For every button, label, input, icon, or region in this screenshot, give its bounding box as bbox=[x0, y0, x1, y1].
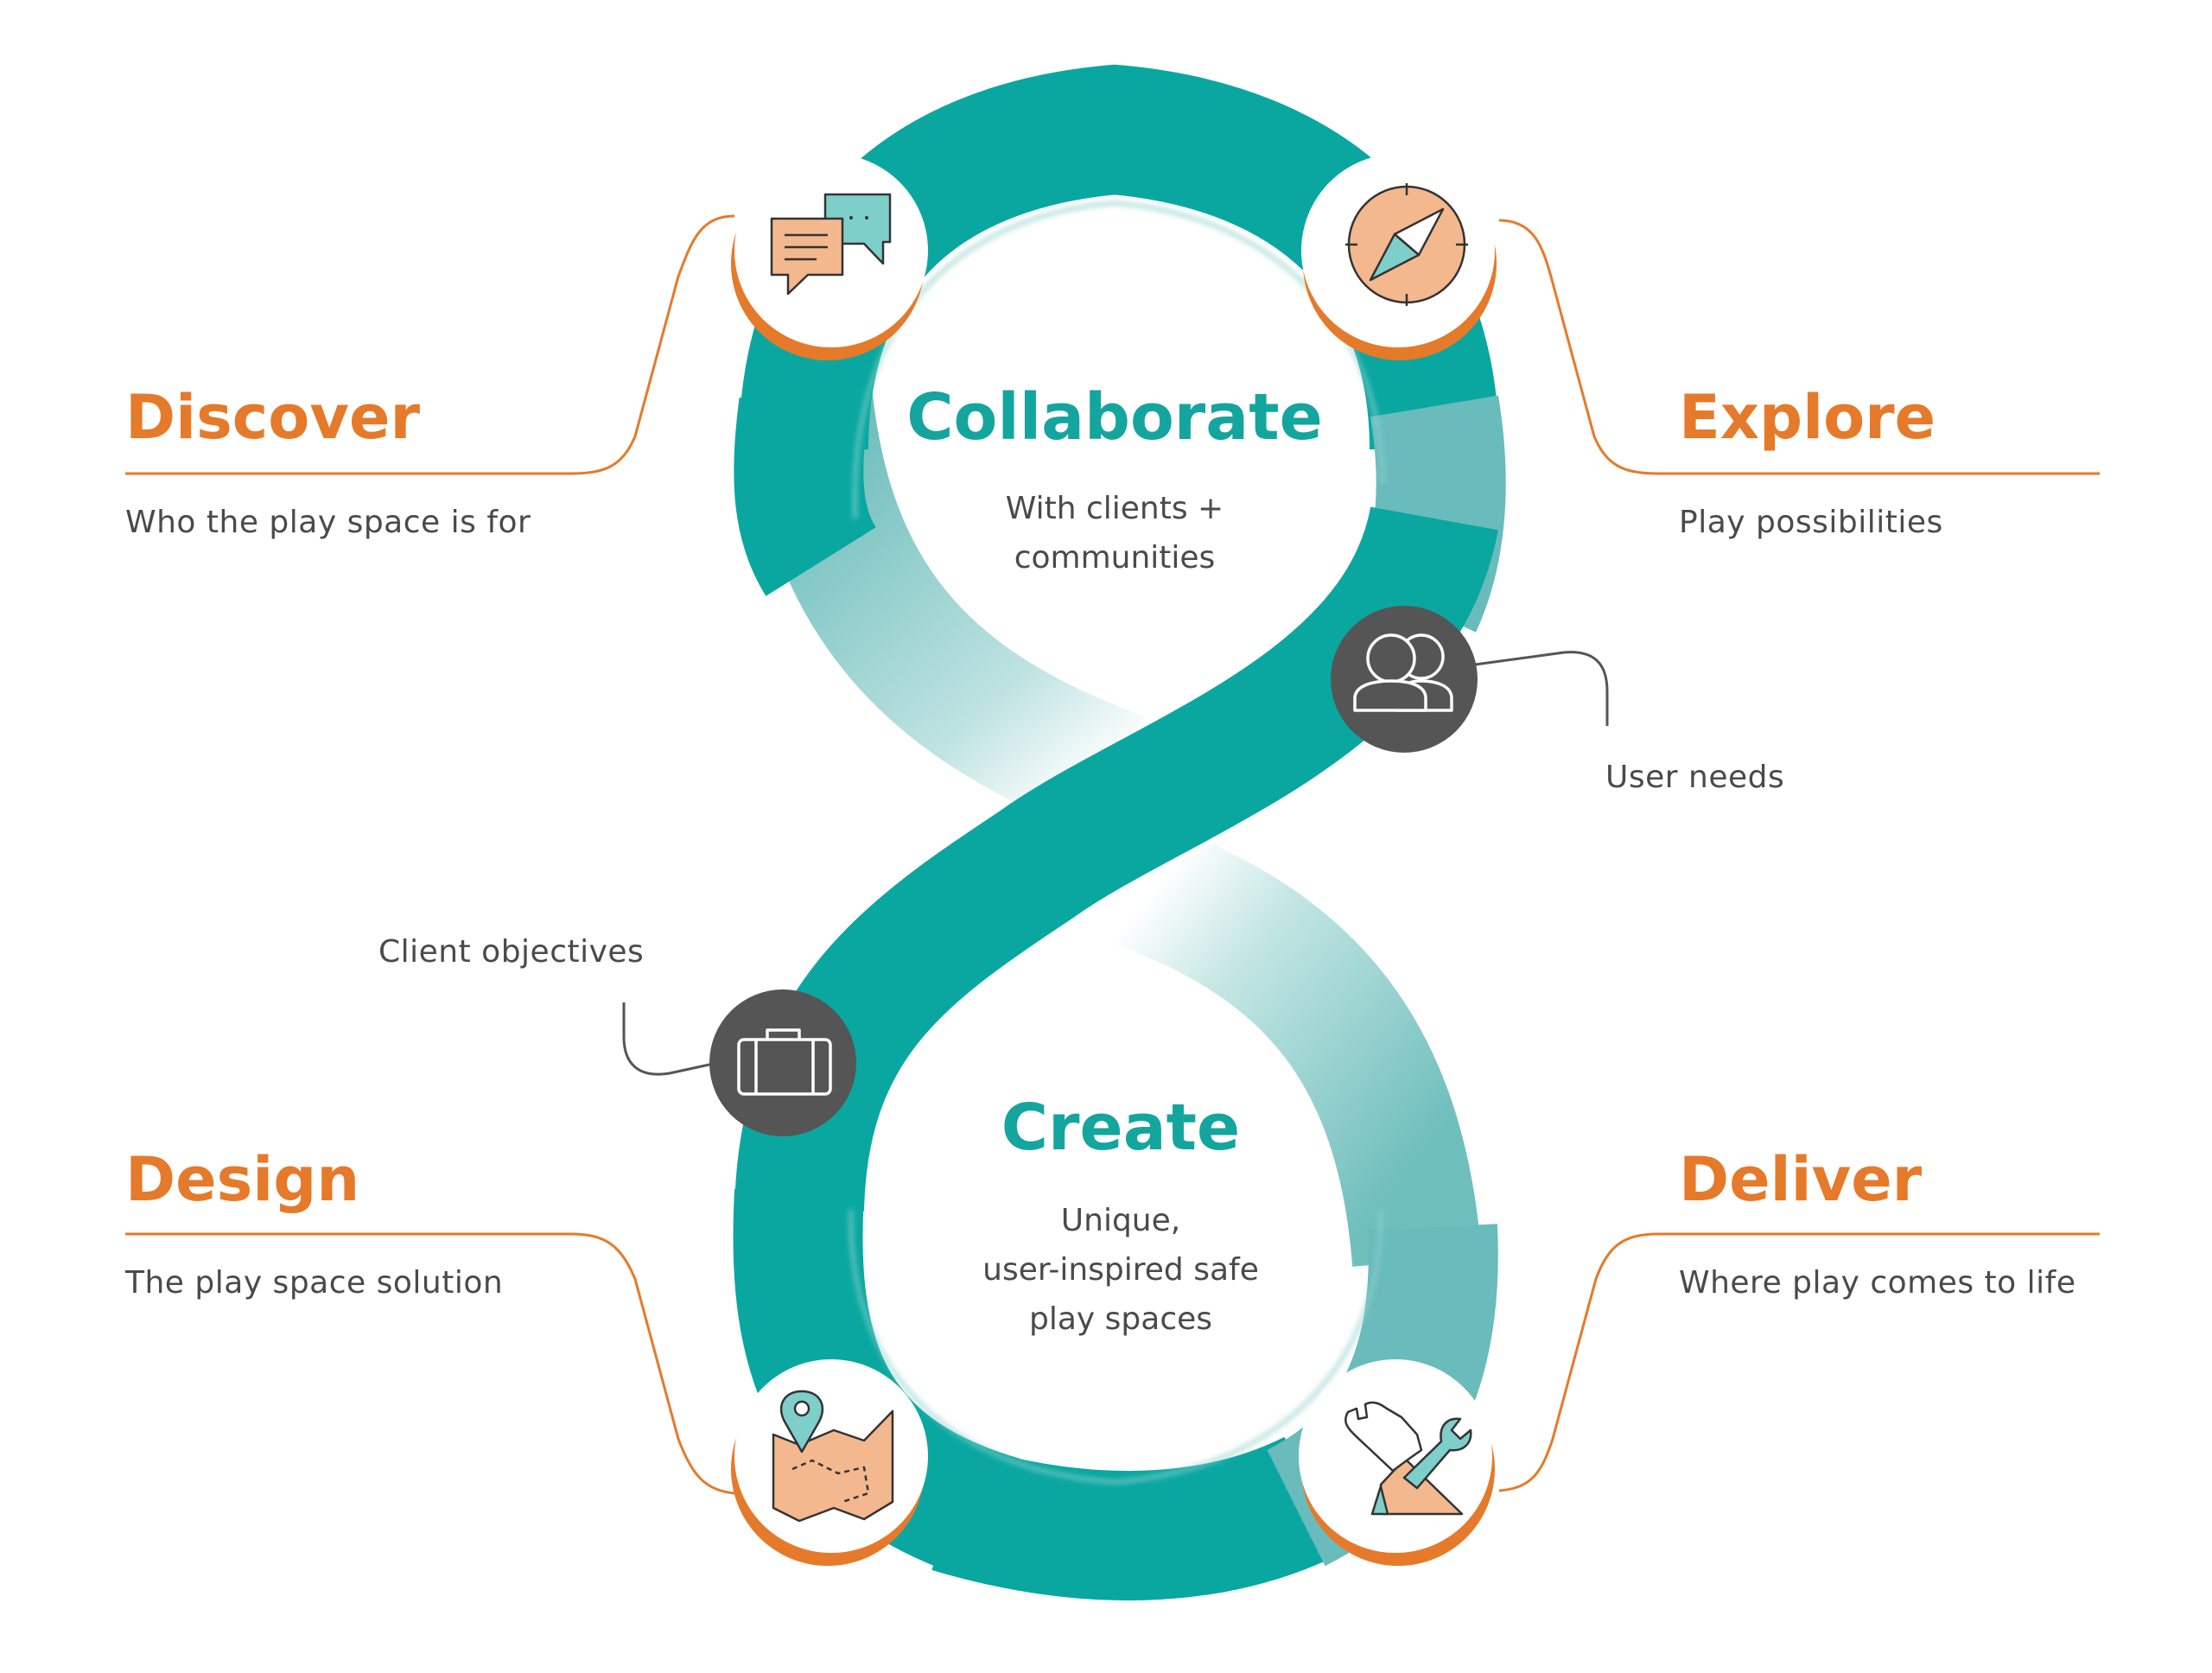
connector-deliver bbox=[1498, 1232, 2100, 1492]
collaborate-description: With clients + communities bbox=[899, 484, 1331, 582]
design-heading: Design bbox=[125, 1144, 360, 1215]
stage-icon-explore bbox=[1301, 154, 1497, 360]
explore-description: Play possibilities bbox=[1679, 505, 1943, 540]
create-line: user-inspired safe bbox=[982, 1252, 1259, 1288]
collaborate-line: communities bbox=[1014, 540, 1216, 576]
deliver-description: Where play comes to life bbox=[1679, 1265, 2076, 1301]
band-upper-left bbox=[734, 398, 877, 596]
stage-icon-deliver bbox=[1299, 1359, 1495, 1566]
band-highlight-lower bbox=[848, 1209, 1384, 1485]
compass-icon bbox=[1345, 183, 1468, 306]
create-description: Unique, user-inspired safe play spaces bbox=[905, 1196, 1337, 1344]
tools-icon bbox=[1344, 1401, 1472, 1516]
deliver-heading: Deliver bbox=[1679, 1144, 1923, 1215]
band-strand-lower-right bbox=[1085, 811, 1482, 1268]
connector-discover bbox=[125, 214, 735, 475]
connector-lines bbox=[125, 214, 2100, 1495]
client-objectives-label: Client objectives bbox=[378, 934, 645, 970]
create-line: Unique, bbox=[1060, 1203, 1181, 1238]
connector-client-objectives bbox=[622, 1002, 718, 1076]
user-needs-label: User needs bbox=[1605, 760, 1785, 795]
collaborate-line: With clients + bbox=[1005, 491, 1224, 526]
band-highlight-upper bbox=[852, 200, 1385, 519]
map-pin-icon bbox=[772, 1390, 894, 1523]
discover-description: Who the play space is for bbox=[125, 505, 531, 540]
create-title: Create bbox=[1001, 1091, 1241, 1165]
explore-heading: Explore bbox=[1679, 382, 1936, 453]
users-icon bbox=[1353, 633, 1453, 712]
design-description: The play space solution bbox=[125, 1265, 504, 1301]
connector-design bbox=[125, 1232, 735, 1495]
create-line: play spaces bbox=[1028, 1301, 1213, 1337]
crossing-icon-user-needs bbox=[1331, 606, 1478, 753]
connector-explore bbox=[1498, 219, 2100, 475]
briefcase-icon bbox=[737, 1028, 832, 1096]
collaborate-title: Collaborate bbox=[906, 380, 1323, 455]
band-lower-bottom bbox=[931, 1436, 1343, 1601]
stage-icon-design bbox=[731, 1359, 928, 1566]
discover-heading: Discover bbox=[125, 382, 420, 453]
speech-bubbles-icon bbox=[770, 193, 892, 296]
connector-user-needs bbox=[1468, 651, 1609, 726]
gray-connectors bbox=[622, 651, 1609, 1076]
stage-icon-discover bbox=[731, 154, 928, 360]
crossing-icon-client-objectives bbox=[709, 989, 856, 1136]
